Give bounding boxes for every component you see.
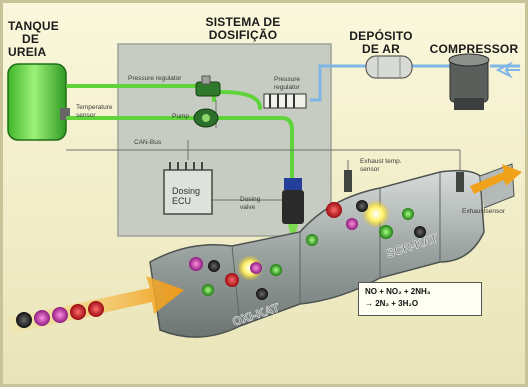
exhaust-sensor-label: Exhaustsensor	[462, 208, 505, 215]
exhaust-system	[149, 163, 515, 338]
exhaust-temp-sensor	[344, 170, 352, 192]
air-inlet-arrow	[495, 61, 520, 79]
exhaust-sensor	[456, 172, 464, 192]
exhaust-outlet-arrow	[470, 164, 522, 194]
pump	[193, 108, 219, 128]
compressor	[448, 53, 490, 110]
oxi-kat-molecules	[189, 255, 282, 300]
temperature-sensor-label: Temperature sensor	[76, 104, 113, 119]
exhaust-temp-sensor-label: Exhaust temp. sensor	[360, 158, 402, 173]
can-bus-label: CAN-Bus	[134, 139, 162, 146]
dosing-valve-label: Dosing valve	[240, 196, 261, 211]
dosing-ecu-label: Dosing ECU	[172, 186, 201, 206]
pump-label: Pump	[172, 113, 189, 120]
urea-tank-sensor	[60, 108, 70, 120]
urea-tank	[7, 63, 67, 141]
dosing-ecu	[163, 162, 213, 215]
compressor-heading: COMPRESSOR	[429, 42, 519, 56]
air-tank-heading: DEPÓSITO DE AR	[349, 29, 413, 56]
reaction-equation-box: NO + NO₂ + 2NH₃ → 2N₂ + 3H₂O	[358, 282, 482, 316]
pressure-regulator-air	[263, 93, 307, 109]
dosing-system-heading: SISTEMA DE DOSIFIÇÃO	[205, 15, 281, 42]
pressure-regulator	[195, 75, 221, 97]
pressure-regulator-label: Pressure regulator	[128, 75, 182, 82]
scr-kat-molecules	[306, 200, 426, 246]
equation-line-2: → 2N₂ + 3H₂O	[365, 299, 419, 308]
urea-tank-heading: TANQUE DE UREIA	[8, 19, 59, 59]
inlet-molecules	[16, 301, 104, 328]
equation-line-1: NO + NO₂ + 2NH₃	[365, 287, 431, 296]
pressure-regulator-2-label: Pressure regulator	[274, 76, 301, 91]
air-tank	[365, 55, 413, 79]
